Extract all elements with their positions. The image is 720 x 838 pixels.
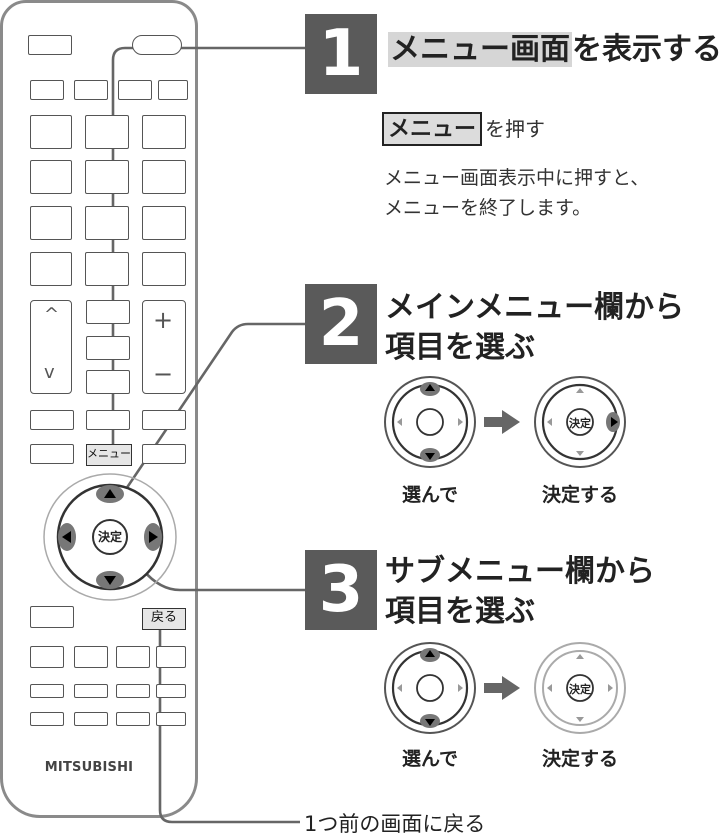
number-button[interactable] [30, 252, 72, 286]
connector-step1 [111, 46, 305, 445]
volume-up-icon: + [153, 306, 174, 334]
step2-dpad-enter [534, 376, 626, 468]
menu-button[interactable]: メニュー [86, 444, 132, 466]
step3-caption-enter: 決定する [541, 748, 618, 770]
remote-button[interactable] [116, 684, 150, 698]
remote-button[interactable] [142, 444, 186, 464]
remote-button[interactable] [74, 712, 108, 726]
step2-caption-select: 選んで [401, 484, 459, 506]
step3-dpad-illustration [384, 642, 626, 734]
step3-title-line2: 項目を選ぶ [385, 594, 535, 629]
step3-enter-label: 決定 [569, 683, 591, 696]
volume-rocker[interactable] [142, 300, 186, 394]
step3-title-line1: サブメニュー欄から [385, 554, 655, 589]
step2-dpad-select [384, 376, 476, 468]
channel-down-icon: v [44, 362, 55, 383]
channel-rocker[interactable] [30, 300, 72, 394]
step2-dpad-illustration [384, 376, 626, 468]
remote-button[interactable] [116, 712, 150, 726]
remote-dpad[interactable] [40, 470, 180, 604]
remote-button[interactable] [116, 646, 150, 668]
step2-caption-enter: 決定する [541, 484, 618, 506]
brand-logo: MITSUBISHI [44, 760, 134, 775]
back-button[interactable]: 戻る [142, 608, 186, 630]
number-button[interactable] [30, 206, 72, 240]
step3-dpad-select [384, 642, 476, 734]
remote-button[interactable] [156, 646, 186, 668]
step3-caption-select: 選んで [401, 748, 459, 770]
step1-note-line2: メニューを終了します。 [384, 197, 592, 219]
number-button[interactable] [85, 115, 129, 149]
connector-step2 [120, 322, 305, 496]
remote-button[interactable] [74, 684, 108, 698]
number-button[interactable] [142, 206, 186, 240]
remote-button[interactable] [28, 35, 72, 55]
step1-press-text: を押す [485, 117, 545, 141]
step2-number: 2 [305, 284, 377, 364]
number-button[interactable] [85, 160, 129, 194]
connector-back [158, 618, 300, 824]
remote-button[interactable] [30, 444, 74, 464]
step3-number: 3 [305, 550, 377, 630]
remote-button[interactable] [118, 80, 152, 100]
remote-button[interactable] [86, 410, 130, 430]
volume-down-icon: − [153, 360, 174, 388]
remote-button[interactable] [142, 410, 186, 430]
number-button[interactable] [142, 160, 186, 194]
step2-title-line2: 項目を選ぶ [385, 330, 535, 365]
remote-button[interactable] [86, 336, 130, 360]
number-button[interactable] [142, 115, 186, 149]
remote-button[interactable] [86, 300, 130, 324]
remote-button[interactable] [30, 646, 64, 668]
remote-button[interactable] [30, 606, 74, 628]
step3-arrow-icon [484, 676, 520, 700]
remote-button[interactable] [156, 712, 186, 726]
remote-button[interactable] [30, 410, 74, 430]
remote-button[interactable] [30, 684, 64, 698]
step1-number: 1 [305, 14, 377, 94]
step3-dpad-enter [534, 642, 626, 734]
number-button[interactable] [85, 252, 129, 286]
step1-note-line1: メニュー画面表示中に押すと、 [384, 167, 650, 189]
remote-enter-label: 決定 [97, 530, 122, 544]
remote-button[interactable] [30, 712, 64, 726]
step1-title: メニュー画面を表示する [388, 32, 720, 68]
number-button[interactable] [30, 160, 72, 194]
step1-menu-key: メニュー [382, 112, 483, 146]
power-button[interactable] [132, 35, 182, 55]
number-button[interactable] [85, 206, 129, 240]
step1-title-rest: を表示する [572, 32, 720, 67]
number-button[interactable] [30, 115, 72, 149]
remote-button[interactable] [74, 80, 108, 100]
step2-title-line1: メインメニュー欄から [385, 290, 685, 325]
remote-button[interactable] [158, 80, 188, 100]
back-button-description: 1つ前の画面に戻る [304, 812, 486, 836]
remote-button[interactable] [74, 646, 108, 668]
step2-arrow-icon [484, 410, 520, 434]
remote-button[interactable] [86, 370, 130, 394]
step2-enter-label: 決定 [569, 417, 591, 430]
remote-button[interactable] [30, 80, 64, 100]
number-button[interactable] [142, 252, 186, 286]
channel-up-icon: ^ [44, 304, 60, 325]
remote-button[interactable] [156, 684, 186, 698]
step1-title-highlight: メニュー画面 [388, 32, 572, 67]
